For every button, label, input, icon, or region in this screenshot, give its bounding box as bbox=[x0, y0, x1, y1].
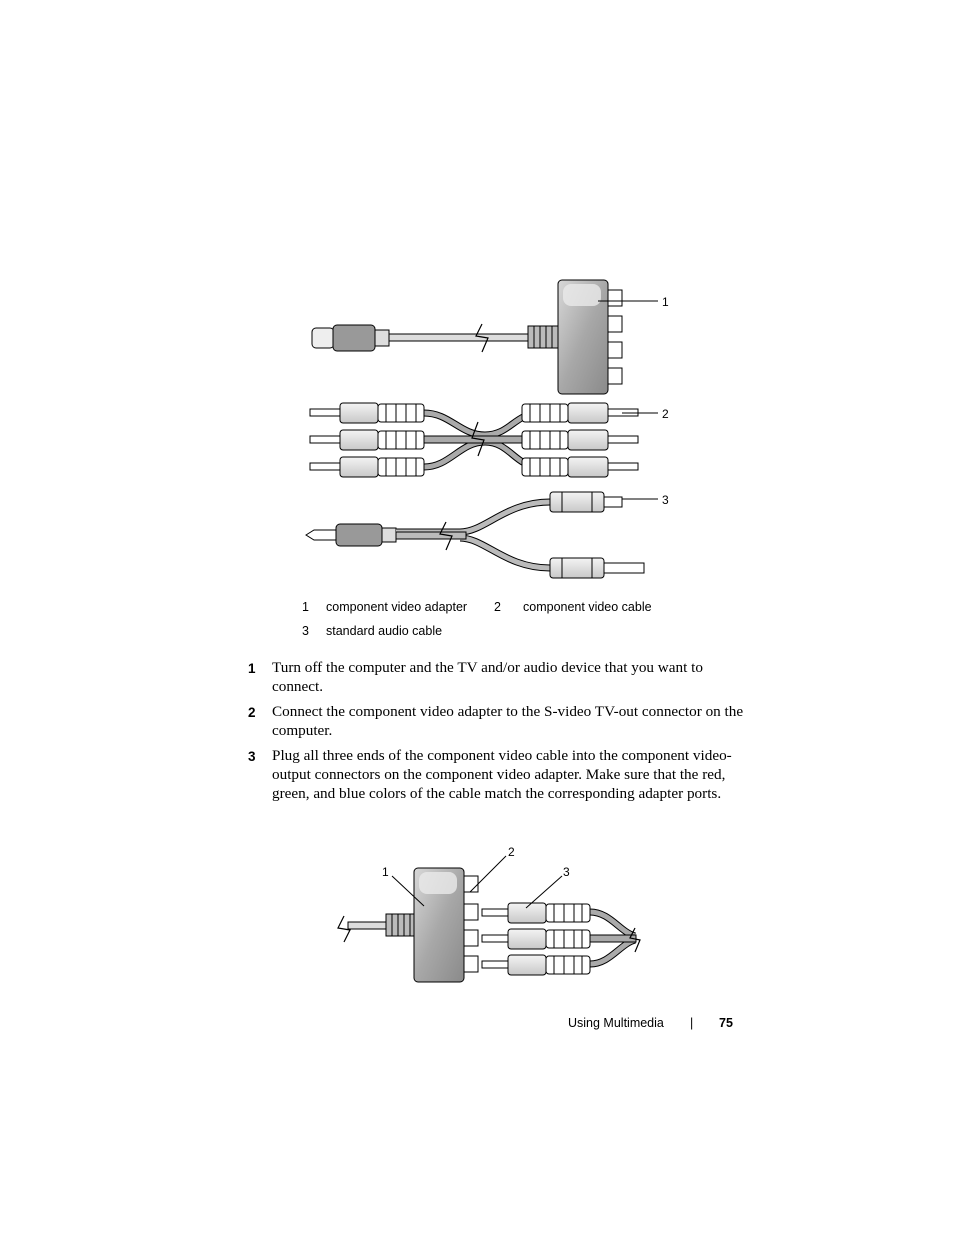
footer-separator: | bbox=[690, 1016, 694, 1030]
footer-section-title: Using Multimedia bbox=[568, 1016, 664, 1030]
component-video-adapter bbox=[311, 279, 623, 395]
step-1: 1 Turn off the computer and the TV and/o… bbox=[248, 658, 748, 696]
step-number: 2 bbox=[248, 705, 256, 720]
legend-num-2: 2 bbox=[494, 600, 501, 614]
step-number: 3 bbox=[248, 749, 256, 764]
callout-2: 2 bbox=[662, 407, 669, 421]
callout-2: 2 bbox=[508, 845, 515, 859]
component-video-adapter bbox=[337, 867, 479, 983]
step-number: 1 bbox=[248, 661, 256, 676]
component-video-cable bbox=[481, 902, 641, 976]
figure-legend: 1 component video adapter 2 component vi… bbox=[0, 600, 954, 644]
component-video-cable bbox=[309, 402, 639, 478]
step-text: Plug all three ends of the component vid… bbox=[272, 747, 732, 802]
instruction-steps: 1 Turn off the computer and the TV and/o… bbox=[248, 658, 748, 809]
page-number: 75 bbox=[719, 1016, 733, 1030]
legend-label-1: component video adapter bbox=[326, 600, 468, 614]
legend-label-2: component video cable bbox=[523, 600, 652, 614]
callout-1: 1 bbox=[662, 295, 669, 309]
callout-1: 1 bbox=[382, 865, 389, 879]
step-text: Connect the component video adapter to t… bbox=[272, 703, 744, 739]
callout-3: 3 bbox=[563, 865, 570, 879]
legend-label-3: standard audio cable bbox=[326, 624, 443, 638]
step-3: 3 Plug all three ends of the component v… bbox=[248, 746, 748, 803]
legend-num-1: 1 bbox=[302, 600, 309, 614]
callout-3: 3 bbox=[662, 493, 669, 507]
connection-illustration-top: 1 2 3 bbox=[305, 279, 669, 579]
connection-illustration-bottom: 1 2 3 bbox=[337, 845, 641, 983]
legend-num-3: 3 bbox=[302, 624, 309, 638]
standard-audio-cable bbox=[305, 491, 645, 579]
step-text: Turn off the computer and the TV and/or … bbox=[272, 659, 703, 695]
step-2: 2 Connect the component video adapter to… bbox=[248, 702, 748, 740]
